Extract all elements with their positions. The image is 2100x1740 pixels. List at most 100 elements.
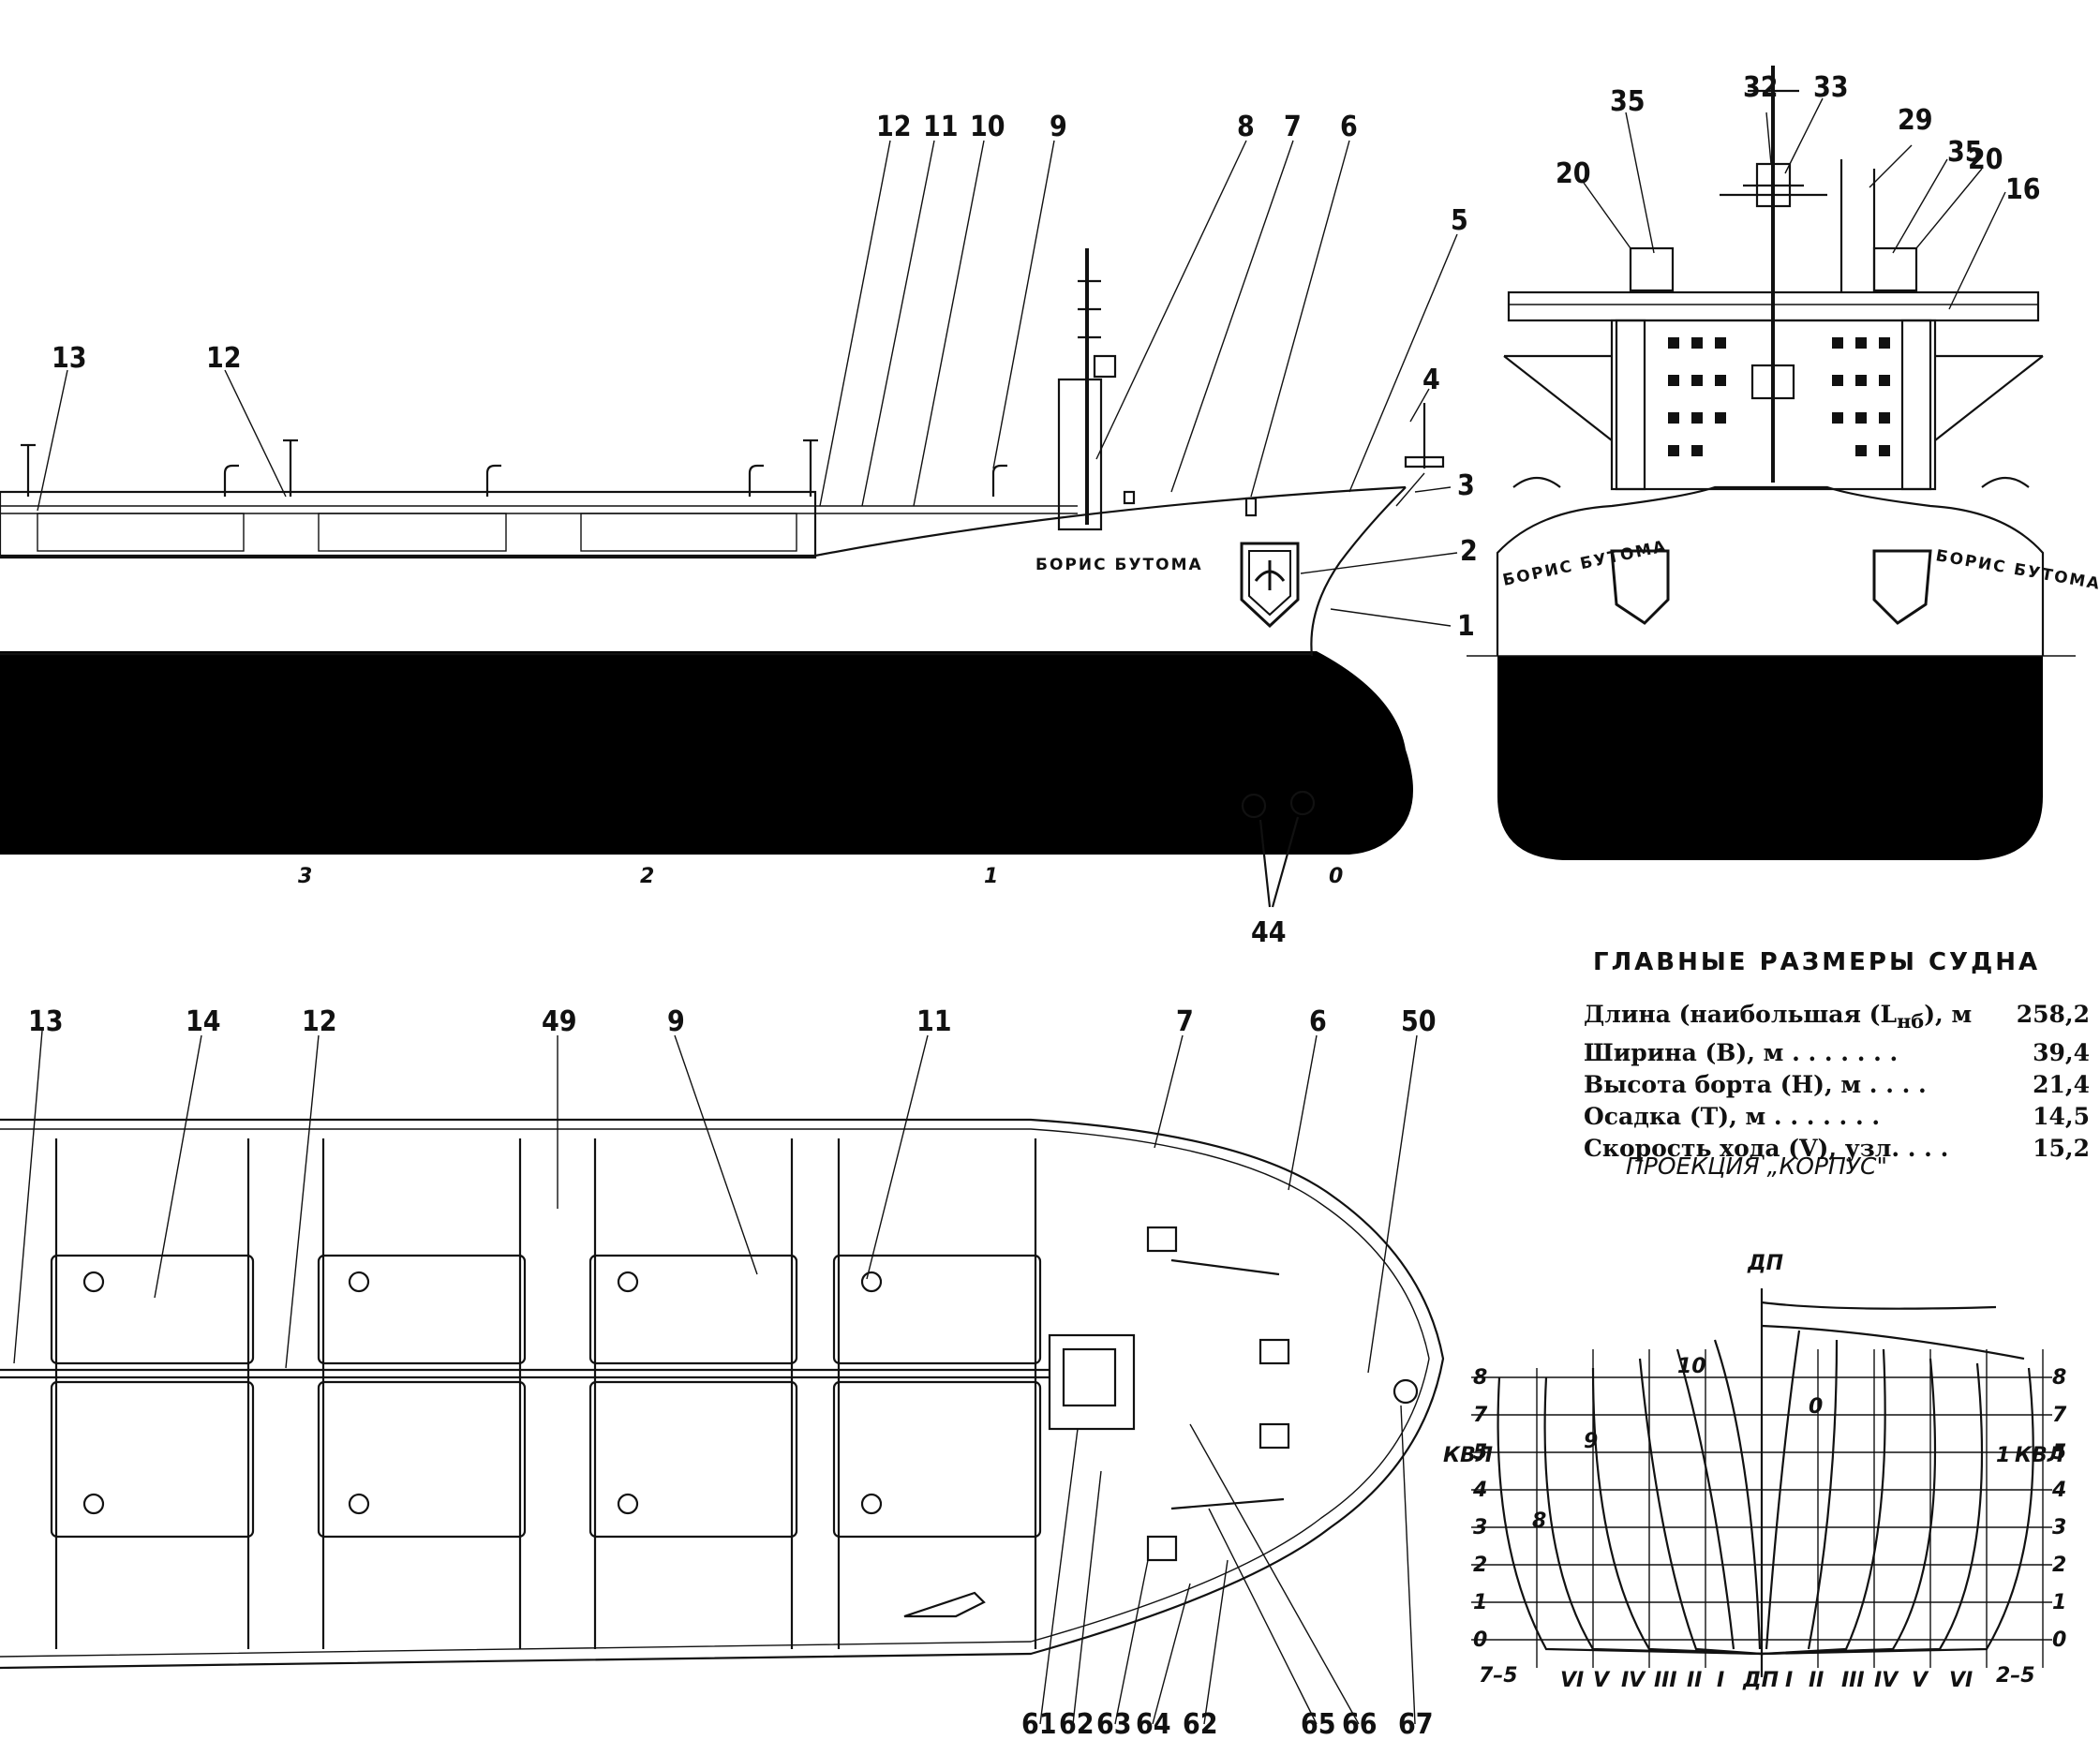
kvl-label-left: КВЛ (1443, 1444, 1493, 1467)
svg-text:1: 1 (1473, 1591, 1487, 1614)
callout-44: 44 (1251, 916, 1287, 949)
dimension-row-length: Длина (наибольшая (Lнб), м 258,2 (1584, 1001, 2090, 1033)
svg-text:I: I (1717, 1669, 1724, 1692)
callout-35a: 35 (1610, 85, 1646, 118)
body-plan-title: ПРОЕКЦИЯ „КОРПУС" (1626, 1153, 1887, 1180)
svg-text:3: 3 (1473, 1516, 1487, 1539)
front-hull-underwater (1497, 656, 2043, 860)
callout-32: 32 (1743, 71, 1779, 104)
body-plan: 0 1 2 3 4 5 7 8 0 1 2 3 4 5 7 8 КВЛ КВЛ … (1443, 1252, 2067, 1692)
callout-3: 3 (1457, 469, 1475, 502)
callout-7-plan: 7 (1176, 1005, 1194, 1038)
main-dimensions: ГЛАВНЫЕ РАЗМЕРЫ СУДНА Длина (наибольшая … (1584, 946, 2090, 1165)
callout-35b: 35 (1947, 136, 1983, 169)
dimension-row-width: Ширина (B), м . . . . . . .39,4 (1584, 1039, 2090, 1066)
callout-8: 8 (1237, 111, 1255, 143)
callout-11: 11 (923, 111, 959, 143)
callout-6: 6 (1340, 111, 1358, 143)
callout-50: 50 (1401, 1005, 1437, 1038)
svg-text:2: 2 (1473, 1554, 1487, 1577)
body-plan-levels-left: 0 1 2 3 4 5 7 8 (1472, 1366, 1488, 1652)
station-1: 1 (1996, 1444, 2010, 1467)
callout-12-plan: 12 (302, 1005, 337, 1038)
dimension-row-speed: Скорость хода (V), узл. . . .15,2 (1584, 1135, 2090, 1162)
svg-text:8: 8 (2052, 1366, 2066, 1390)
callout-9: 9 (1050, 111, 1067, 143)
svg-text:2: 2 (2052, 1554, 2066, 1577)
front-view: БОРИС БУТОМА БОРИС БУТОМА 35 32 33 29 35… (1467, 66, 2100, 860)
svg-text:II: II (1687, 1669, 1702, 1692)
dimension-row-height: Высота борта (H), м . . . .21,4 (1584, 1071, 2090, 1098)
callout-9-plan: 9 (667, 1005, 685, 1038)
plan-view: 13 14 12 49 9 11 7 6 50 61 62 63 64 62 6… (0, 1005, 1445, 1740)
svg-text:4: 4 (1472, 1479, 1487, 1502)
callout-10: 10 (970, 111, 1005, 143)
callout-2: 2 (1460, 535, 1478, 568)
callout-66: 66 (1342, 1708, 1378, 1740)
callout-61: 61 (1021, 1708, 1057, 1740)
svg-text:ДП: ДП (1742, 1669, 1779, 1692)
svg-text:8: 8 (1473, 1366, 1487, 1390)
callout-12a: 12 (206, 342, 242, 375)
callout-13: 13 (52, 342, 87, 375)
ship-name-front-right: БОРИС БУТОМА (1934, 546, 2100, 594)
callout-33: 33 (1813, 71, 1849, 104)
svg-text:3: 3 (2052, 1516, 2066, 1539)
callout-1: 1 (1457, 610, 1475, 643)
station-9: 9 (1584, 1430, 1598, 1453)
svg-text:VI: VI (1560, 1669, 1584, 1692)
callout-12b: 12 (876, 111, 912, 143)
callout-49: 49 (542, 1005, 577, 1038)
svg-text:4: 4 (2051, 1479, 2066, 1502)
frame-mark-1: 1 (984, 865, 998, 888)
svg-text:IV: IV (1874, 1669, 1899, 1692)
svg-text:1: 1 (2052, 1591, 2066, 1614)
svg-text:V: V (1593, 1669, 1611, 1692)
station-10: 10 (1677, 1355, 1706, 1378)
callout-65: 65 (1301, 1708, 1336, 1740)
body-plan-levels-right: 0 1 2 3 4 5 7 8 (2051, 1366, 2067, 1652)
callout-6-plan: 6 (1309, 1005, 1327, 1038)
callout-5: 5 (1451, 204, 1468, 237)
callout-20a: 20 (1556, 157, 1591, 190)
svg-text:5: 5 (1473, 1441, 1487, 1465)
side-view: БОРИС БУТОМА 13 12 12 11 10 9 (0, 111, 1478, 949)
callout-29: 29 (1898, 104, 1933, 137)
svg-text:2–5: 2–5 (1996, 1664, 2035, 1688)
svg-text:VI: VI (1949, 1669, 1973, 1692)
dp-top-label: ДП (1747, 1252, 1783, 1275)
svg-text:7–5: 7–5 (1479, 1664, 1518, 1688)
frame-mark-2: 2 (640, 865, 654, 888)
foremast (1057, 248, 1117, 531)
callout-63: 63 (1096, 1708, 1132, 1740)
hull-underwater (0, 651, 1413, 855)
callout-20b: 20 (1968, 143, 2003, 176)
ship-name-side: БОРИС БУТОМА (1035, 556, 1203, 574)
frame-mark-0: 0 (1329, 865, 1343, 888)
svg-text:0: 0 (2052, 1628, 2066, 1652)
callout-16: 16 (2005, 173, 2041, 206)
kvl-label-right: КВЛ (2015, 1444, 2064, 1467)
svg-text:5: 5 (2052, 1441, 2066, 1465)
callout-62b: 62 (1183, 1708, 1218, 1740)
callout-62a: 62 (1059, 1708, 1095, 1740)
callout-64: 64 (1136, 1708, 1171, 1740)
svg-text:II: II (1809, 1669, 1824, 1692)
emblem-side (1240, 542, 1300, 629)
svg-text:7: 7 (2052, 1404, 2067, 1427)
callout-7: 7 (1284, 111, 1302, 143)
callout-13-plan: 13 (28, 1005, 64, 1038)
svg-text:0: 0 (1473, 1628, 1487, 1652)
callout-67: 67 (1398, 1708, 1434, 1740)
station-0: 0 (1809, 1395, 1823, 1419)
svg-text:III: III (1654, 1669, 1677, 1692)
svg-text:III: III (1841, 1669, 1865, 1692)
svg-text:IV: IV (1621, 1669, 1646, 1692)
dimension-row-draft: Осадка (T), м . . . . . . .14,5 (1584, 1103, 2090, 1130)
callout-14: 14 (186, 1005, 221, 1038)
callout-4: 4 (1422, 364, 1440, 396)
svg-text:7: 7 (1473, 1404, 1488, 1427)
svg-text:V: V (1912, 1669, 1929, 1692)
callout-11-plan: 11 (916, 1005, 952, 1038)
